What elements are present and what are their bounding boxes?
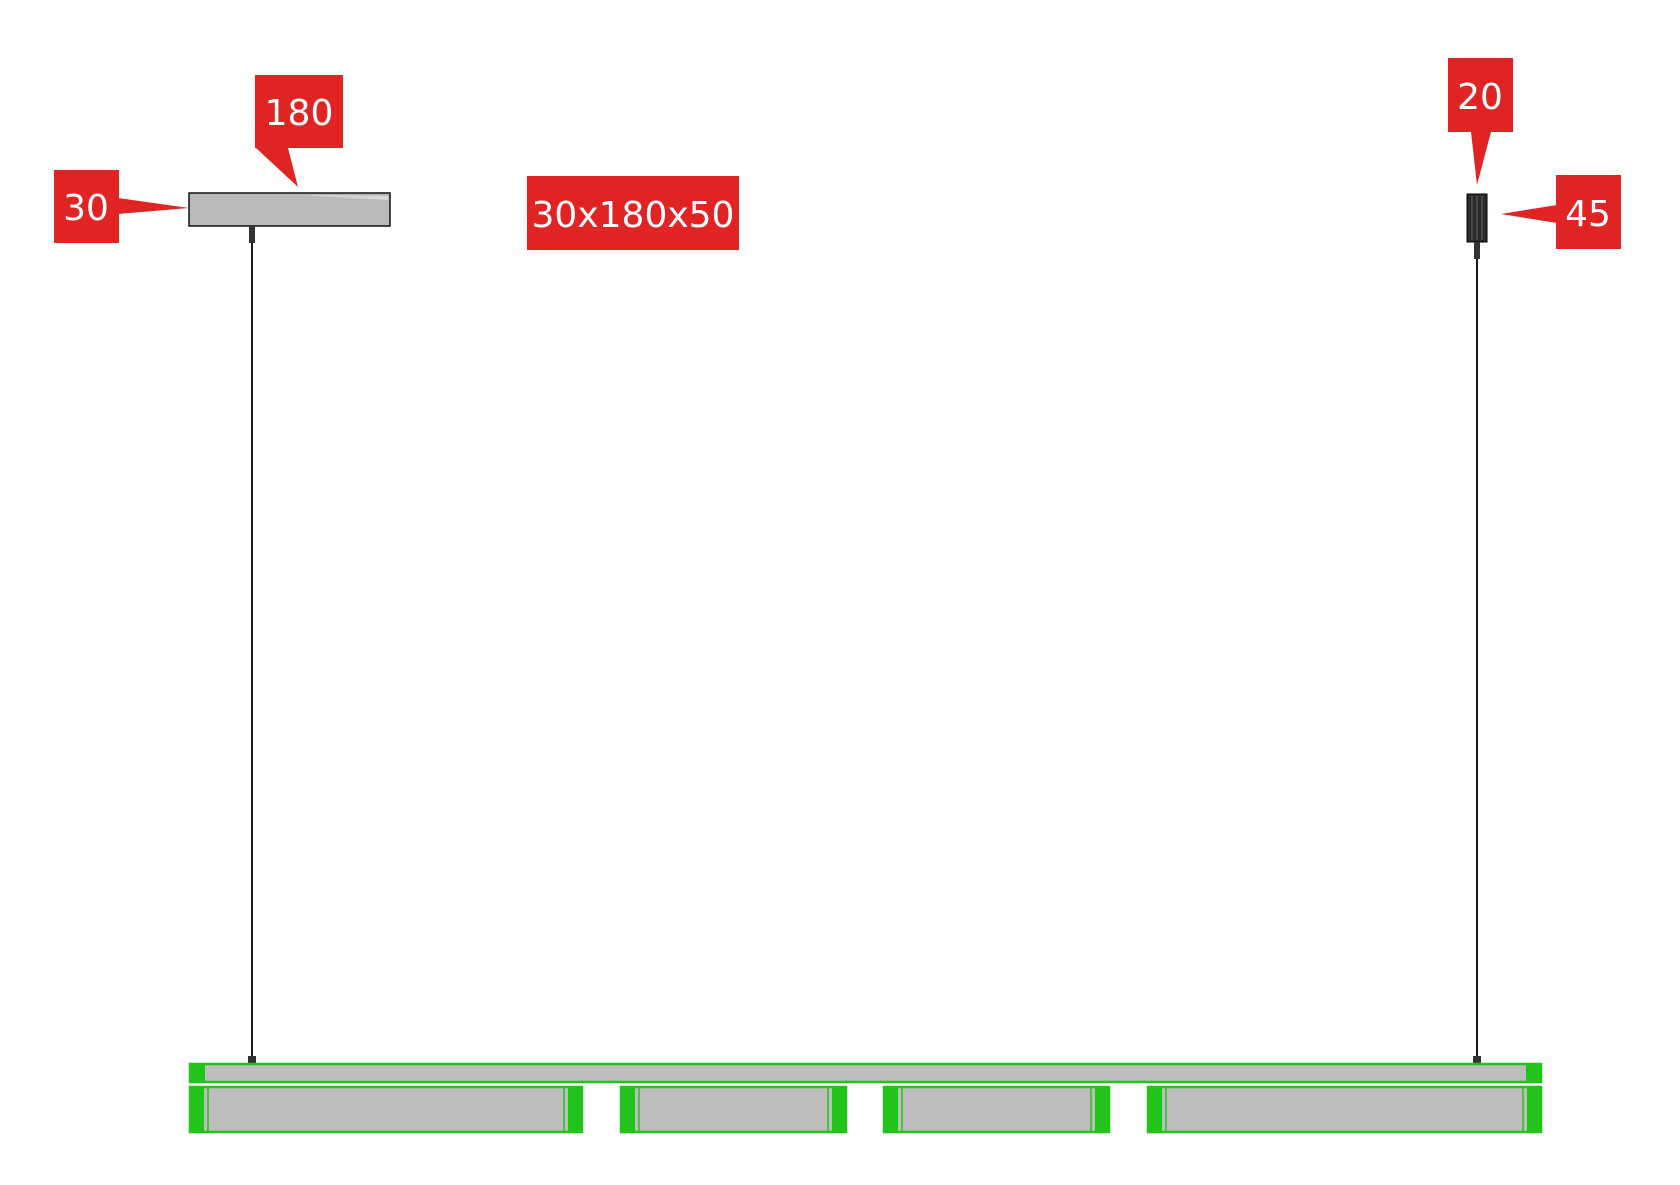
- tag-canopy-length: 180: [255, 75, 343, 187]
- tag-canopy-length-text: 180: [265, 93, 334, 134]
- left-canopy-highlight: [300, 195, 388, 200]
- tag-gripper-width: 20: [1448, 58, 1513, 185]
- left-cable-gripper: [249, 226, 255, 243]
- luminaire-top-rail: [188, 1062, 1543, 1084]
- left-canopy: [188, 192, 391, 1064]
- tag-canopy-height-text: 30: [63, 188, 109, 229]
- light-module: [1146, 1085, 1543, 1134]
- right-gripper-assembly: [1466, 193, 1488, 1064]
- light-module: [619, 1085, 848, 1134]
- tag-gripper-height: 45: [1501, 175, 1621, 249]
- tag-gripper-height-text: 45: [1565, 194, 1611, 235]
- right-lower-gripper: [1473, 1056, 1481, 1064]
- left-canopy-body: [188, 192, 391, 227]
- tag-canopy-dimensions: 30x180x50: [527, 176, 739, 250]
- luminaire-right-endcap: [1526, 1064, 1541, 1082]
- luminaire-left-endcap: [190, 1064, 205, 1082]
- tag-gripper-width-text: 20: [1457, 77, 1503, 118]
- left-lower-gripper: [248, 1056, 256, 1064]
- light-module: [882, 1085, 1111, 1134]
- tag-canopy-height: 30: [54, 170, 189, 243]
- tag-canopy-dimensions-text: 30x180x50: [532, 195, 735, 236]
- linear-luminaire: [188, 1062, 1543, 1134]
- light-module: [188, 1085, 584, 1134]
- right-gripper-tip: [1474, 242, 1480, 259]
